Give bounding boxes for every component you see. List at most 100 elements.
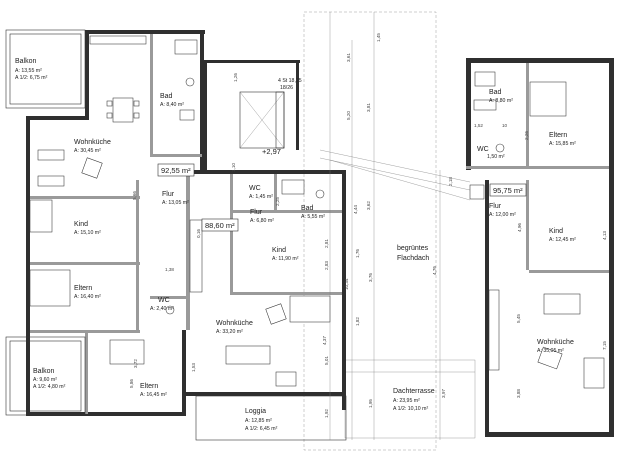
dimension: 3,61 — [346, 53, 351, 62]
room-name: Kind — [74, 221, 88, 228]
room-name-line2: Flachdach — [397, 255, 429, 262]
room-name: Wohnküche — [216, 320, 253, 327]
walls-right — [466, 58, 614, 437]
dimension: 4,37 — [322, 336, 327, 345]
room-area: A: 33,20 m² — [216, 329, 243, 335]
room-name: Loggia — [245, 408, 266, 415]
room-area: A: 6,80 m² — [250, 218, 274, 224]
stair-label: 4 St 18,75 — [278, 78, 302, 84]
room-name: Bad — [160, 93, 173, 100]
room-area: A: 12,00 m² — [489, 212, 516, 218]
room-area: 1,50 m² — [487, 154, 505, 160]
room-area: A: 13,05 m² — [162, 200, 189, 206]
dimension: 4,96 — [517, 223, 522, 232]
dimension: 3,81 — [366, 103, 371, 112]
apartment-totals: 92,55 m² 88,60 m² 95,75 m² — [157, 163, 527, 232]
dimension: 3,72 — [133, 359, 138, 368]
dimension: 1,10 — [231, 163, 236, 172]
room-name: Flur — [162, 191, 175, 198]
room-area: A: 16,45 m² — [140, 392, 167, 398]
room-name: Flur — [250, 209, 263, 216]
room-name: WC — [158, 297, 170, 304]
room-half-area: A 1/2: 4,80 m² — [33, 384, 66, 390]
dimension: 2,81 — [324, 239, 329, 248]
stair-label-2: 18/26 — [280, 85, 293, 91]
room-area: A: 35,05 m² — [537, 348, 564, 354]
dimension: 3,88 — [516, 389, 521, 398]
dimension: 4,44 — [353, 205, 358, 214]
room-half-area: A 1/2: 6,45 m² — [245, 426, 278, 432]
apartment-total: 95,75 m² — [493, 186, 523, 195]
roof-outline — [303, 11, 476, 451]
room-name: Wohnküche — [74, 139, 111, 146]
room-name: Kind — [272, 247, 286, 254]
room-area: A: 5,55 m² — [301, 214, 325, 220]
dimension: 2,25 — [275, 197, 280, 206]
room-name: Wohnküche — [537, 339, 574, 346]
walls-left — [26, 30, 300, 416]
dimension: 1,53 — [191, 363, 196, 372]
room-name: WC — [477, 146, 489, 153]
dimension: 2,26 — [524, 131, 529, 140]
room-name: Balkon — [33, 368, 55, 375]
dimension: 1,45 — [376, 33, 381, 42]
dimension-labels: 5,20 3,61 3,81 1,45 4,76 10,34 1,76 3,76… — [129, 12, 607, 440]
room-area: A: 13,55 m² — [15, 68, 42, 74]
dimension: 3,76 — [368, 273, 373, 282]
room-name: Eltern — [549, 132, 567, 139]
dimension: 4,76 — [432, 266, 437, 275]
dimension: 1,76 — [355, 249, 360, 258]
room-area: A: 8,40 m² — [160, 102, 184, 108]
dimension: 5,01 — [324, 356, 329, 365]
room-area: A: 16,40 m² — [74, 294, 101, 300]
room-area: A: 15,10 m² — [74, 230, 101, 236]
balconies — [5, 29, 86, 416]
room-name: Balkon — [15, 58, 37, 65]
dimension: 7,15 — [602, 341, 607, 350]
room-labels: Balkon A: 13,55 m² A 1/2: 6,75 m² Bad A:… — [15, 58, 576, 432]
dimension: 5,66 — [132, 191, 137, 200]
room-half-area: A 1/2: 10,10 m² — [393, 406, 428, 412]
level-mark: +2,97 — [262, 147, 281, 156]
room-area: A: 23,95 m² — [393, 398, 420, 404]
room-name: WC — [249, 185, 261, 192]
dimension: 10,34 — [344, 278, 349, 290]
room-area: A: 30,45 m² — [74, 148, 101, 154]
room-name: Eltern — [74, 285, 92, 292]
dimension: 1,82 — [355, 317, 360, 326]
room-area: A: 12,85 m² — [245, 418, 272, 424]
room-area: A: 9,60 m² — [33, 377, 57, 383]
dimension: 1,52 — [474, 123, 483, 128]
dimension: 1,38 — [165, 267, 174, 272]
dimension: 10 — [502, 123, 508, 128]
dimension: 0,16 — [196, 229, 201, 238]
stair-labels: 4 St 18,75 18/26 +2,97 — [262, 78, 302, 156]
dimension: 5,45 — [516, 314, 521, 323]
room-name: Flur — [489, 203, 502, 210]
room-name: Kind — [549, 228, 563, 235]
dimension: 5,20 — [346, 111, 351, 120]
dimension: 4,13 — [602, 231, 607, 240]
dimension: 2,83 — [324, 261, 329, 270]
room-area: A: 15,85 m² — [549, 141, 576, 147]
dimension: 1,95 — [368, 399, 373, 408]
room-area: A: 11,90 m² — [272, 256, 299, 262]
dimension: 2,18 — [448, 177, 453, 186]
room-area: A: 8,80 m² — [489, 98, 513, 104]
room-area: A: 12,45 m² — [549, 237, 576, 243]
room-half-area: A 1/2: 6,75 m² — [15, 75, 48, 81]
room-area: A: 2,40 m² — [150, 306, 174, 312]
apartment-total: 88,60 m² — [205, 221, 235, 230]
dimension: 5,86 — [129, 379, 134, 388]
apartment-total: 92,55 m² — [161, 166, 191, 175]
walls-middle — [186, 170, 347, 441]
dimension: 3,62 — [366, 201, 371, 210]
room-name: Bad — [489, 89, 502, 96]
room-name: Dachterrasse — [393, 388, 435, 395]
furniture — [29, 35, 605, 389]
dimension: 1,26 — [233, 73, 238, 82]
dimension: 3,97 — [441, 389, 446, 398]
dimension: 1,92 — [324, 409, 329, 418]
room-area: A: 1,45 m² — [249, 194, 273, 200]
